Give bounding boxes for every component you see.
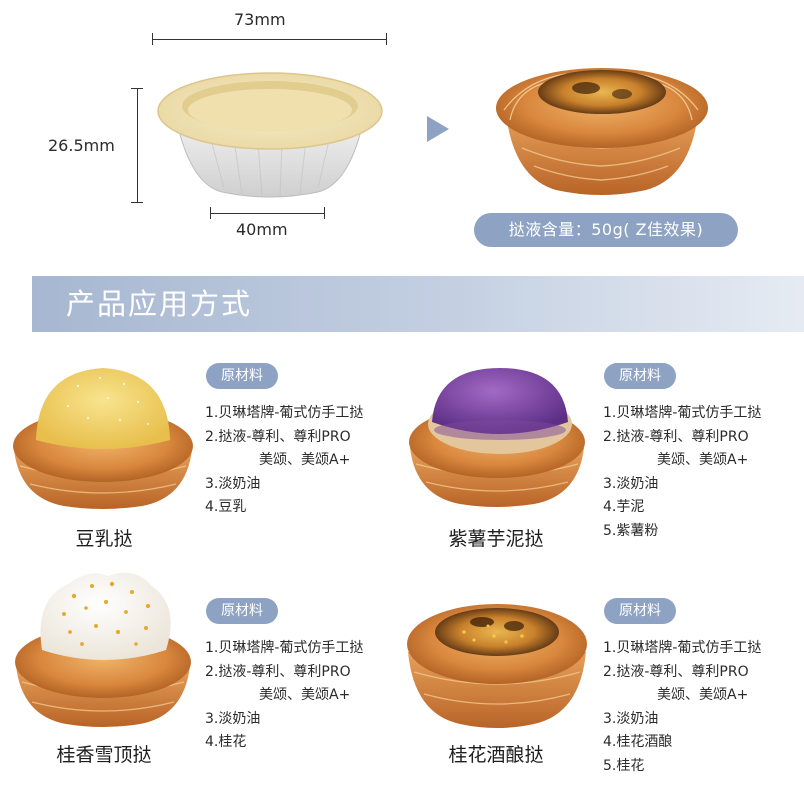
ingredient-item: 3.淡奶油 <box>205 475 261 492</box>
osmanthus-snow-tart-image <box>8 566 198 732</box>
ingredients-badge: 原材料 <box>604 598 676 624</box>
ingredients-badge: 原材料 <box>206 598 278 624</box>
ingredient-list: 1.贝琳塔牌-葡式仿手工挞 2.挞液-尊利、尊利PRO 美颂、美颂A+ 3.淡奶… <box>603 402 761 543</box>
osmanthus-wine-tart-image <box>402 592 592 732</box>
product-name: 桂花酒酿挞 <box>448 744 544 766</box>
ingredient-item: 2.挞液-尊利、尊利PRO <box>603 428 749 445</box>
arrow-right-icon <box>427 116 449 142</box>
top-width-tick-left <box>152 33 153 45</box>
ingredient-item: 美颂、美颂A+ <box>259 452 351 468</box>
ingredient-item: 美颂、美颂A+ <box>657 687 749 703</box>
ingredients-badge: 原材料 <box>604 363 676 389</box>
ingredient-item: 2.挞液-尊利、尊利PRO <box>205 663 351 680</box>
height-line <box>137 88 138 202</box>
fill-amount-badge: 挞液含量：50g( Z佳效果) <box>474 213 738 247</box>
ingredient-item: 1.贝琳塔牌-葡式仿手工挞 <box>603 405 762 421</box>
ingredient-item: 4.豆乳 <box>205 499 247 515</box>
ingredient-list: 1.贝琳塔牌-葡式仿手工挞 2.挞液-尊利、尊利PRO 美颂、美颂A+ 3.淡奶… <box>205 402 363 520</box>
ingredient-item: 2.挞液-尊利、尊利PRO <box>205 428 351 445</box>
ingredient-item: 3.淡奶油 <box>603 475 659 492</box>
ingredient-item: 3.淡奶油 <box>205 710 261 727</box>
section-header-bar <box>32 276 804 332</box>
product-name: 桂香雪顶挞 <box>56 744 152 766</box>
raw-tart-shell-image <box>150 56 390 206</box>
bottom-width-tick-right <box>324 207 325 219</box>
ingredient-item: 4.芋泥 <box>603 499 645 515</box>
ingredient-item: 4.桂花 <box>205 734 247 750</box>
ingredient-item: 5.紫薯粉 <box>603 522 659 539</box>
ingredient-item: 1.贝琳塔牌-葡式仿手工挞 <box>205 405 364 421</box>
ingredient-item: 美颂、美颂A+ <box>657 452 749 468</box>
ingredient-item: 4.桂花酒酿 <box>603 734 673 750</box>
ingredient-item: 1.贝琳塔牌-葡式仿手工挞 <box>603 640 762 656</box>
ingredient-item: 3.淡奶油 <box>603 710 659 727</box>
top-width-line <box>152 39 386 40</box>
bottom-width-line <box>210 213 324 214</box>
product-name: 紫薯芋泥挞 <box>448 528 544 550</box>
section-title: 产品应用方式 <box>66 287 253 321</box>
height-tick-top <box>131 88 143 89</box>
bottom-width-tick-left <box>210 207 211 219</box>
ingredient-item: 1.贝琳塔牌-葡式仿手工挞 <box>205 640 364 656</box>
height-tick-bottom <box>131 202 143 203</box>
top-width-label: 73mm <box>234 10 286 29</box>
ingredients-badge: 原材料 <box>206 363 278 389</box>
ingredient-item: 2.挞液-尊利、尊利PRO <box>603 663 749 680</box>
product-name: 豆乳挞 <box>75 528 133 550</box>
bottom-width-label: 40mm <box>236 220 288 239</box>
ingredient-item: 5.桂花 <box>603 757 645 774</box>
top-width-tick-right <box>386 33 387 45</box>
height-label: 26.5mm <box>48 136 115 155</box>
baked-egg-tart-image <box>486 50 716 200</box>
ingredient-list: 1.贝琳塔牌-葡式仿手工挞 2.挞液-尊利、尊利PRO 美颂、美颂A+ 3.淡奶… <box>603 637 761 778</box>
ingredient-list: 1.贝琳塔牌-葡式仿手工挞 2.挞液-尊利、尊利PRO 美颂、美颂A+ 3.淡奶… <box>205 637 363 755</box>
ingredient-item: 美颂、美颂A+ <box>259 687 351 703</box>
purple-potato-tart-image <box>402 362 592 512</box>
soy-milk-tart-image <box>8 362 198 512</box>
